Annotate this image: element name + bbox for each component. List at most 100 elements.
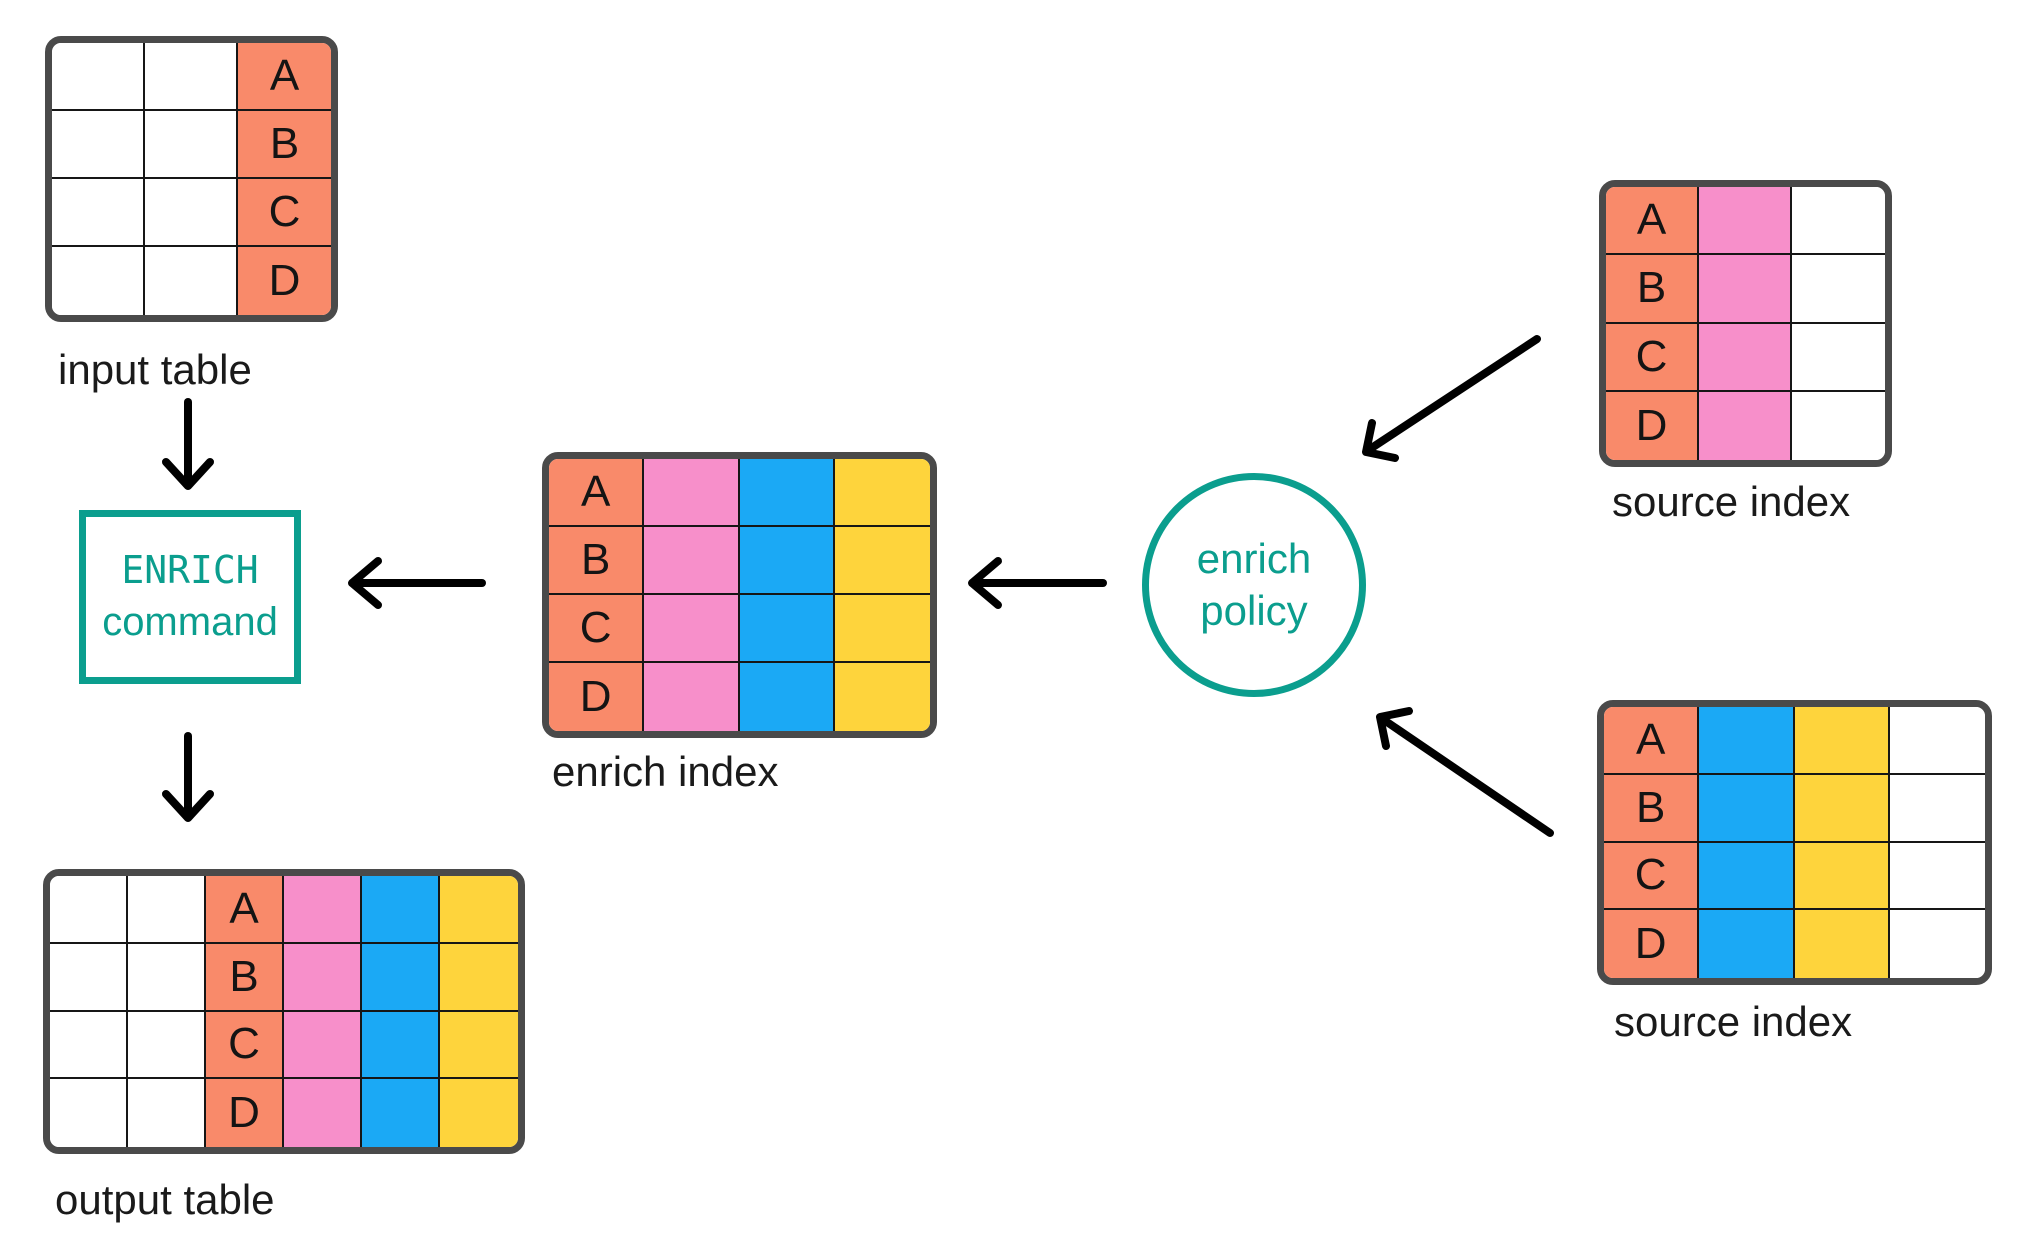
table-cell: [1699, 255, 1792, 324]
table-cell: [362, 876, 440, 944]
source-index-top-label: source index: [1612, 478, 1851, 525]
enrich-policy-line1: enrich: [1196, 534, 1312, 582]
table-cell: C: [238, 179, 331, 247]
table-cell: [739, 595, 835, 663]
input-table-label: input table: [58, 346, 252, 393]
table-cell: [1699, 323, 1792, 392]
table-cell: [1699, 707, 1795, 775]
table-cell: [1699, 774, 1795, 843]
table-cell: [52, 43, 145, 111]
enrich-policy-line2: policy: [1200, 587, 1308, 634]
table-cell: [362, 1079, 440, 1147]
table-cell: [145, 179, 238, 247]
table-cell: [1889, 707, 1985, 775]
table-cell: [644, 595, 740, 663]
table-cell: [440, 943, 518, 1012]
table-cell: [1794, 910, 1890, 978]
table-cell: [1699, 842, 1795, 911]
table-cell: [644, 459, 740, 527]
enrich-command-line1: ENRICH: [121, 548, 259, 593]
table-cell: A: [549, 459, 645, 527]
table-cell: [1699, 910, 1795, 978]
table-cell: [1889, 842, 1985, 911]
table-cell: [1794, 707, 1890, 775]
arrow-input-table-to-enrich-command: [162, 398, 214, 490]
table-cell: [834, 527, 930, 595]
table-cell: A: [1604, 707, 1700, 775]
table-cell: C: [206, 1011, 284, 1080]
arrow-enrich-index-to-enrich-command: [348, 557, 486, 609]
enrich-command-line2: command: [102, 599, 278, 644]
table-cell: D: [238, 247, 331, 315]
table-cell: [1889, 910, 1985, 978]
table-cell: [440, 876, 518, 944]
table-cell: D: [206, 1079, 284, 1147]
table-cell: [440, 1079, 518, 1147]
table-cell: [128, 876, 206, 944]
table-cell: [145, 43, 238, 111]
table-cell: D: [1604, 910, 1700, 978]
table-cell: [52, 247, 145, 315]
table-cell: [128, 943, 206, 1012]
table-cell: [739, 459, 835, 527]
table-cell: [284, 943, 362, 1012]
table-cell: B: [549, 527, 645, 595]
table-cell: [284, 876, 362, 944]
table-cell: B: [206, 943, 284, 1012]
table-cell: [50, 1011, 128, 1080]
table-cell: A: [1606, 187, 1699, 256]
table-cell: B: [1604, 774, 1700, 843]
table-cell: D: [1606, 391, 1699, 460]
table-cell: [128, 1079, 206, 1147]
table-cell: [834, 595, 930, 663]
table-cell: [739, 527, 835, 595]
table-cell: B: [1606, 255, 1699, 324]
source-index-bottom-label: source index: [1614, 998, 1853, 1045]
arrow-enrich-policy-to-enrich-index: [968, 557, 1107, 609]
table-cell: [284, 1079, 362, 1147]
table-cell: B: [238, 111, 331, 179]
table-cell: [1699, 391, 1792, 460]
table-cell: [50, 1079, 128, 1147]
table-cell: [52, 111, 145, 179]
arrow-enrich-command-to-output-table: [162, 732, 214, 822]
table-cell: [284, 1011, 362, 1080]
table-cell: [50, 876, 128, 944]
output-table-label: output table: [55, 1176, 275, 1223]
table-cell: [128, 1011, 206, 1080]
table-cell: [1792, 323, 1885, 392]
table-cell: C: [549, 595, 645, 663]
table-cell: [52, 179, 145, 247]
table-cell: [1794, 842, 1890, 911]
table-cell: [1699, 187, 1792, 256]
table-cell: C: [1606, 323, 1699, 392]
table-cell: [739, 663, 835, 731]
table-cell: [1792, 391, 1885, 460]
table-cell: C: [1604, 842, 1700, 911]
table-cell: [440, 1011, 518, 1080]
table-cell: [362, 943, 440, 1012]
table-cell: [1792, 187, 1885, 256]
table-cell: D: [549, 663, 645, 731]
table-cell: [644, 527, 740, 595]
table-cell: [834, 459, 930, 527]
table-cell: A: [206, 876, 284, 944]
table-cell: [145, 111, 238, 179]
table-cell: [1794, 774, 1890, 843]
arrow-source-index-bottom-to-enrich-policy: [1376, 707, 1554, 837]
table-cell: A: [238, 43, 331, 111]
table-cell: [145, 247, 238, 315]
table-cell: [362, 1011, 440, 1080]
table-cell: [50, 943, 128, 1012]
table-cell: [834, 663, 930, 731]
enrich-command-node: ENRICH command: [79, 510, 301, 684]
table-cell: [1889, 774, 1985, 843]
table-cell: [1792, 255, 1885, 324]
arrow-source-index-top-to-enrich-policy: [1362, 335, 1541, 462]
